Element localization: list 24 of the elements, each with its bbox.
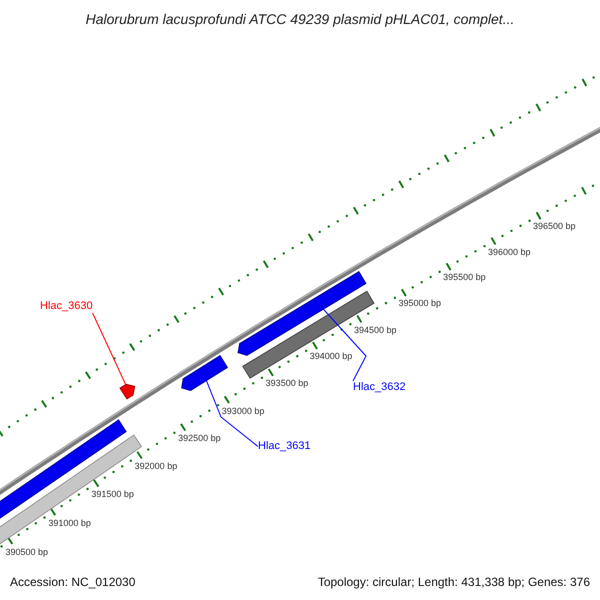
position-label: 394500 bp: [354, 324, 397, 336]
position-label: 391000 bp: [48, 518, 91, 529]
gene-arrow: [119, 384, 136, 400]
position-label: 391500 bp: [91, 489, 134, 500]
position-label: 396000 bp: [488, 246, 530, 258]
position-label: 395000 bp: [398, 298, 441, 310]
gene-label: Hlac_3630: [40, 300, 93, 313]
position-label: 392500 bp: [178, 433, 221, 444]
gene-label: Hlac_3632: [353, 381, 406, 394]
position-label: 395500 bp: [443, 272, 486, 284]
position-label: 393000 bp: [222, 406, 264, 417]
accession-label: Accession: NC_012030: [10, 575, 136, 589]
gene-arrow: [181, 355, 228, 392]
position-label: 393500 bp: [266, 378, 308, 390]
position-label: 392000 bp: [134, 461, 178, 472]
position-label: 394000 bp: [310, 351, 352, 362]
gene-label: Hlac_3631: [258, 440, 311, 453]
position-label: 390500 bp: [5, 546, 48, 558]
position-label: 396500 bp: [532, 221, 576, 232]
leader-line: [322, 308, 367, 382]
leader-line: [92, 312, 126, 385]
map-title: Halorubrum lacusprofundi ATCC 49239 plasmid pHLAC01, complet...: [86, 10, 514, 29]
leader-line: [206, 380, 258, 447]
summary-label: Topology: circular; Length: 431,338 bp; Genes: 376: [318, 575, 590, 589]
